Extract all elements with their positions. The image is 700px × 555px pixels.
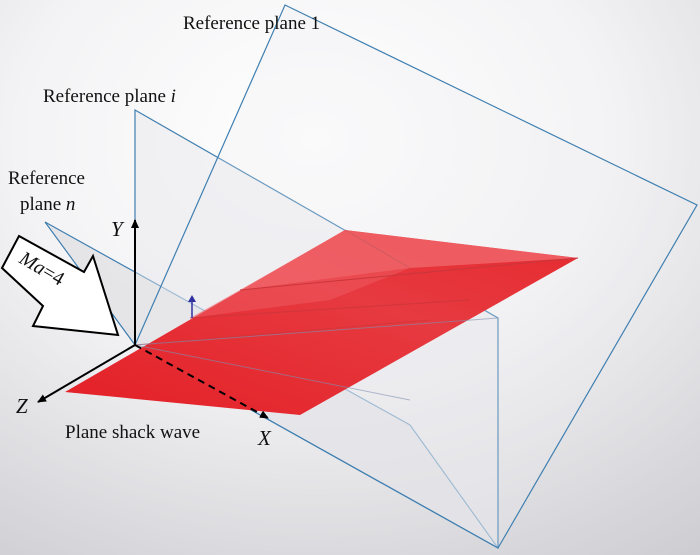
reference-plane-i-label: Reference plane i [43,86,176,107]
z-axis-label: Z [16,394,28,418]
x-axis-label: X [257,426,272,450]
small-normal-arrow-head [188,295,196,302]
z-axis [37,344,136,403]
shock-wave-crease [344,229,411,269]
shock-wave-highlight [240,230,578,290]
mach-arrow-shape [0,234,120,337]
shock-wave-highlight-2 [190,268,410,318]
x-axis [134,344,269,419]
shock-wave-crease [189,299,471,319]
reference-plane-n-label: Reference [8,168,85,189]
shock-wave-label: Plane shack wave [65,422,200,443]
plane-intersection-line [134,317,499,346]
mach-flow-arrow: Ma=4 [0,234,120,337]
y-axis-label: Y [111,217,125,241]
reference-plane-1-edge [134,4,698,549]
reference-plane-n-label-line2: plane n [20,194,75,215]
shock-wave-crease [134,319,431,346]
reference-plane-1-label: Reference plane 1 [183,13,320,34]
coordinate-axes [37,219,269,419]
shock-wave-crease [239,257,579,291]
shock-wave-surface [65,230,578,415]
plane-intersection-line [134,344,411,401]
plane-shock-wave [65,229,579,415]
